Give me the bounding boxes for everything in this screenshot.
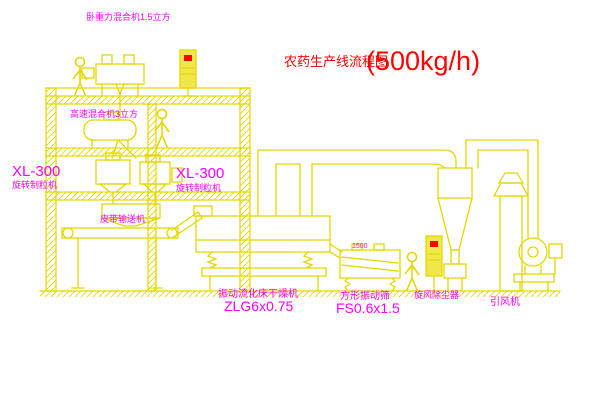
label-granulator-left-name: 旋转制粒机	[12, 179, 57, 190]
drawing-title-capacity: (500kg/h)	[366, 46, 480, 76]
belt-conveyor	[61, 227, 179, 289]
vibrating-sieve	[329, 243, 401, 292]
control-panel-1	[179, 49, 197, 97]
label-gravity-mixer: 卧重力混合机1.5立方	[86, 11, 171, 22]
label-sieve-dim: 1500	[352, 243, 368, 250]
panel-indicator-light	[184, 55, 192, 61]
exhaust-duct	[257, 149, 457, 217]
granulator-right	[139, 154, 183, 205]
cyclone-separator	[437, 139, 539, 292]
fluidbed-dryer	[193, 205, 331, 292]
worker-figure-2	[154, 108, 170, 149]
label-cyclone: 旋风除尘器	[414, 289, 459, 300]
label-belt-conveyor: 皮带输送机	[100, 213, 145, 224]
label-granulator-mid-model: XL-300	[176, 165, 224, 182]
drawing-title: 农药生产线流程图	[284, 54, 388, 69]
highspeed-mixer	[83, 111, 137, 159]
worker-figure-1	[72, 56, 88, 97]
label-sieve-model: FS0.6x1.5	[336, 300, 400, 316]
panel-indicator-light	[430, 241, 438, 247]
exhaust-stack	[492, 172, 530, 292]
label-sieve-name: 方形振动筛	[340, 289, 390, 302]
granulator-left	[95, 152, 131, 205]
label-dryer-model: ZLG6x0.75	[224, 298, 293, 314]
worker-figure-3	[404, 251, 420, 292]
ground-line	[39, 290, 561, 297]
feed-bin	[101, 203, 161, 227]
label-fan: 引风机	[490, 295, 520, 308]
control-panel-2	[425, 235, 443, 292]
label-granulator-mid-name: 旋转制粒机	[176, 182, 221, 193]
label-granulator-left-model: XL-300	[12, 163, 60, 180]
building-frame	[45, 87, 251, 292]
label-highspeed-mixer: 高速混合机3立方	[70, 108, 138, 119]
induced-draft-fan	[513, 237, 563, 292]
gravity-mixer	[81, 54, 145, 121]
label-dryer-name: 振动流化床干燥机	[218, 287, 298, 300]
